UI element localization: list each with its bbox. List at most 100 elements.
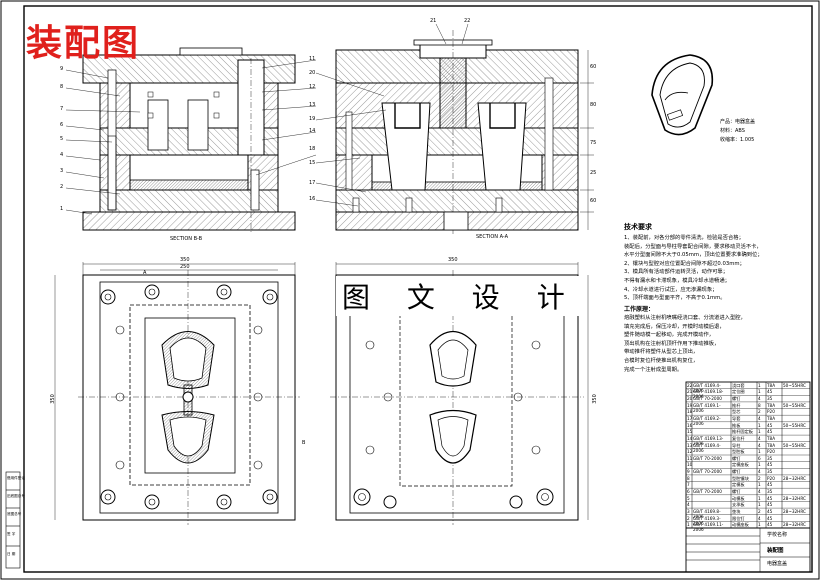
bom-cell-std: GB/T 4169.11-2006 bbox=[693, 522, 724, 533]
tech-req-line: 不得有漏水和卡滞现象，模具冷却水道畅通； bbox=[624, 277, 730, 284]
bom-cell-mat: P20 bbox=[767, 449, 775, 455]
bom-cell-mat: T8A bbox=[767, 415, 776, 421]
bom-cell-std: GB/T 4169.4-2006 bbox=[693, 382, 721, 393]
product-sketch bbox=[651, 54, 714, 136]
tech-req-heading: 技术要求 bbox=[624, 223, 652, 231]
strip-label: 旧底图总号 bbox=[7, 494, 25, 498]
left-strip bbox=[5, 471, 21, 569]
bom-cell-mat: 45 bbox=[767, 508, 773, 514]
bom-cell-no: 7 bbox=[687, 482, 690, 488]
bom-cell-no: 6 bbox=[687, 488, 690, 494]
callout-6: 6 bbox=[60, 122, 64, 128]
work-line: 完成一个注射成型周期。 bbox=[624, 366, 683, 373]
bom-cell-qty: 1 bbox=[758, 482, 761, 488]
callout-22: 22 bbox=[464, 18, 471, 24]
bom-cell-std: GB/T 70-2000 bbox=[693, 455, 722, 461]
bom-cell-name: 定模板 bbox=[732, 482, 745, 488]
bom-cell-no: 11 bbox=[687, 455, 692, 461]
leaders-left bbox=[65, 69, 141, 215]
bom-cell-name: 定位圈 bbox=[732, 389, 745, 395]
bom-cell-name: 浇口套 bbox=[732, 382, 745, 388]
tech-req-line: 4、冷却水道进行试压，应无渗漏现象； bbox=[624, 286, 718, 293]
bom-cell-no: 15 bbox=[687, 429, 692, 435]
bom-cell-no: 13 bbox=[687, 442, 692, 448]
bom-cell-no: 18 bbox=[687, 409, 692, 415]
bom-cell-std: GB/T 4169.18-2006 bbox=[693, 389, 724, 400]
cut-label-a: A bbox=[143, 270, 147, 276]
bom-cell-name: 型芯 bbox=[732, 409, 741, 415]
bom-cell-std: GB/T 4169.1-2006 bbox=[693, 402, 721, 413]
bom-cell-note: 50~55HRC bbox=[783, 402, 806, 408]
bom-cell-qty: 2 bbox=[758, 409, 761, 415]
bom-cell-no: 21 bbox=[687, 389, 692, 395]
bom-cell-name: 定模座板 bbox=[732, 462, 749, 468]
work-process-heading: 工作原理： bbox=[624, 306, 655, 313]
bom-cell-no: 1 bbox=[687, 522, 690, 528]
bom-cell-no: 12 bbox=[687, 449, 692, 455]
bom-cell-note: 50~55HRC bbox=[783, 442, 806, 448]
bom-cell-mat: 35 bbox=[767, 455, 773, 461]
bom-cell-no: 19 bbox=[687, 402, 692, 408]
section-a-a-view bbox=[335, 30, 594, 235]
bom-cell-qty: 2 bbox=[758, 475, 761, 481]
callout-4: 4 bbox=[60, 152, 64, 158]
bom-cell-qty: 1 bbox=[758, 422, 761, 428]
dim-section-5: 60 bbox=[590, 198, 597, 204]
bom-cell-qty: 8 bbox=[758, 402, 761, 408]
bom-cell-mat: T8A bbox=[767, 402, 776, 408]
bom-cell-name: 垫块 bbox=[732, 508, 741, 514]
bom-cell-std: GB/T 4169.2-2006 bbox=[693, 415, 721, 426]
bom-cell-qty: 1 bbox=[758, 502, 761, 508]
product-name: 产品：电器盒盖 bbox=[720, 119, 756, 125]
bom-cell-name: 推杆固定板 bbox=[732, 429, 753, 435]
bom-cell-qty: 6 bbox=[758, 455, 761, 461]
work-line: 带动推杆将塑件从型芯上顶出， bbox=[624, 349, 699, 356]
callout-7: 7 bbox=[60, 106, 64, 112]
bom-cell-no: 16 bbox=[687, 422, 692, 428]
bom-cell-name: 导柱 bbox=[732, 442, 741, 448]
bom-cell-mat: P20 bbox=[767, 475, 775, 481]
bom-cell-no: 22 bbox=[687, 382, 692, 388]
callout-20: 20 bbox=[309, 70, 316, 76]
tech-req-line: 装配后，分型面与导柱导套配合间隙，要求移动灵活不卡， bbox=[624, 243, 762, 250]
dim-section-4: 25 bbox=[590, 170, 597, 176]
callout-21: 21 bbox=[430, 18, 437, 24]
callout-16: 16 bbox=[309, 196, 316, 202]
bom-cell-std: GB/T 70-2000 bbox=[693, 396, 722, 402]
section-b-b-label: SECTION B-B bbox=[170, 236, 203, 242]
bom-cell-no: 2 bbox=[687, 515, 690, 521]
strip-label: 日 期 bbox=[7, 552, 16, 556]
callout-1: 1 bbox=[60, 206, 64, 212]
bom-cell-mat: 45 bbox=[767, 515, 773, 521]
school-name: 学校名称 bbox=[767, 532, 788, 538]
callout-11: 11 bbox=[309, 56, 316, 62]
bom-cell-name: 动模座板 bbox=[732, 522, 749, 528]
leaders-mid bbox=[255, 59, 387, 207]
section-a-a-label: SECTION A-A bbox=[476, 234, 509, 240]
bom-cell-qty: 4 bbox=[758, 442, 761, 448]
bom-cell-name: 支承板 bbox=[732, 502, 745, 508]
bom-cell-no: 17 bbox=[687, 415, 692, 421]
bom-cell-mat: 45 bbox=[767, 522, 773, 528]
dim-inner-width: 250 bbox=[180, 264, 190, 270]
work-line: 塑件随动模一起移动，完成开模动作， bbox=[624, 332, 715, 339]
bom-cell-qty: 1 bbox=[758, 462, 761, 468]
callout-3: 3 bbox=[60, 168, 64, 174]
bom-cell-qty: 1 bbox=[758, 389, 761, 395]
bom-cell-note: 50~55HRC bbox=[783, 382, 806, 388]
bom-cell-name: 螺钉 bbox=[732, 469, 741, 475]
strip-label: 借用件登记 bbox=[7, 476, 25, 480]
dim-side: 350 bbox=[49, 394, 56, 404]
bom-cell-std: GB/T 4169.13-2006 bbox=[693, 435, 724, 446]
callout-13: 13 bbox=[309, 102, 316, 108]
bom-cell-std: GB/T 4169.3-2006 bbox=[693, 515, 721, 526]
bom-cell-no: 10 bbox=[687, 462, 692, 468]
bom-cell-name: 推板 bbox=[732, 422, 741, 428]
bom-cell-name: 复位杆 bbox=[732, 435, 745, 441]
drawing-title: 装配图 bbox=[26, 23, 141, 64]
tech-req-body: 1、装配前，对各分部的零件清洗，检验是否合格； 装配后，分型面与导柱导套配合间隙… bbox=[624, 234, 763, 303]
bom-cell-no: 9 bbox=[687, 469, 690, 475]
bom-cell-name: 推杆 bbox=[732, 402, 741, 408]
